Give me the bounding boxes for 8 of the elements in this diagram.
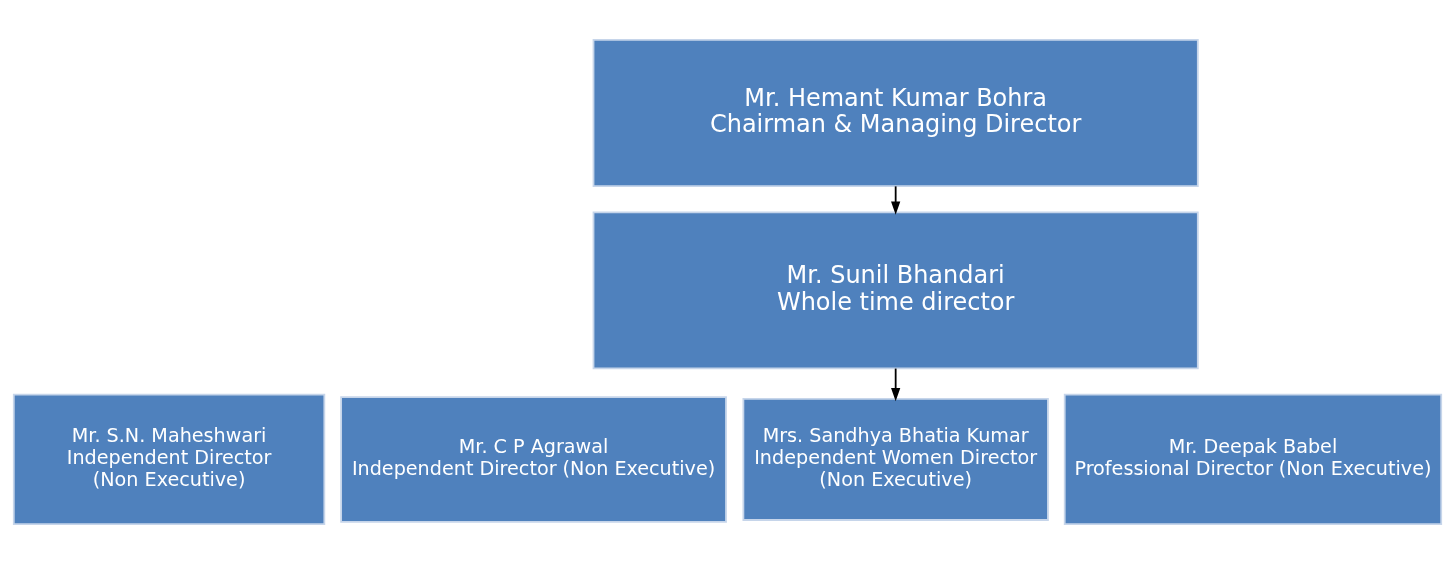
- node-box: Mrs. Sandhya Bhatia Kumar Independent Women Director (Non Executive): [742, 397, 1049, 521]
- node-box: Mr. Sunil Bhandari Whole time director: [592, 211, 1199, 369]
- node-box: Mr. Hemant Kumar Bohra Chairman & Managing Director: [592, 38, 1199, 187]
- node-box: Mr. Deepak Babel Professional Director (Non Executive): [1063, 393, 1442, 525]
- arrow: [890, 367, 900, 401]
- arrow: [890, 184, 900, 215]
- node-box: Mr. S.N. Maheshwari Independent Director (Non Executive): [12, 393, 325, 525]
- node-box: Mr. C P Agrawal Independent Director (Non Executive): [339, 395, 727, 523]
